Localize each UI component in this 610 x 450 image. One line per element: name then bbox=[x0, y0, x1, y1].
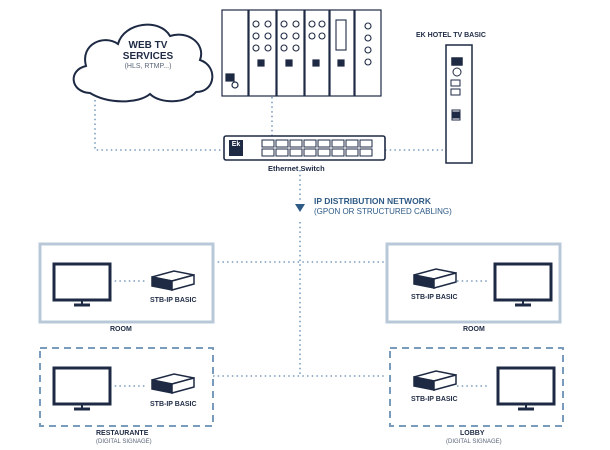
network-links bbox=[94, 97, 488, 387]
room-left-tv-icon bbox=[52, 262, 112, 307]
room-right-tv-icon bbox=[493, 262, 553, 307]
lobby-caption: LOBBY bbox=[460, 430, 485, 437]
restaurant-frame bbox=[39, 347, 214, 427]
switch-label: Ethernet Switch bbox=[268, 164, 325, 173]
lobby-subcaption: (DIGITAL SIGNAGE) bbox=[446, 439, 502, 445]
headend-title: EK HOTEL TV BASIC bbox=[416, 32, 486, 39]
link-cloud-switch bbox=[94, 100, 224, 151]
ethernet-switch-device bbox=[223, 135, 386, 161]
link-switch-hoteltv bbox=[385, 149, 455, 163]
room-left-caption: ROOM bbox=[110, 326, 132, 333]
cloud-icon bbox=[72, 23, 214, 103]
lobby-stb-label: STB-IP BASIC bbox=[411, 396, 458, 403]
lobby-frame bbox=[389, 347, 564, 427]
room-right-frame bbox=[385, 242, 562, 324]
switch-logo: Ek bbox=[231, 141, 241, 148]
room-left-stb-label: STB-IP BASIC bbox=[150, 297, 197, 304]
cloud-line2: SERVICES bbox=[122, 51, 174, 62]
restaurant-stb-label: STB-IP BASIC bbox=[150, 401, 197, 408]
room-right-caption: ROOM bbox=[463, 326, 485, 333]
network-title: IP DISTRIBUTION NETWORK bbox=[314, 196, 431, 206]
restaurant-caption: RESTAURANTE bbox=[96, 430, 149, 437]
headend-modules bbox=[221, 9, 382, 97]
restaurant-subcaption: (DIGITAL SIGNAGE) bbox=[96, 439, 152, 445]
network-arrow-icon bbox=[295, 204, 305, 212]
room-right-stb-label: STB-IP BASIC bbox=[411, 294, 458, 301]
restaurant-stb-icon bbox=[151, 373, 195, 394]
network-subtitle: (GPON OR STRUCTURED CABLING) bbox=[314, 207, 452, 216]
room-left-frame bbox=[38, 242, 215, 324]
cloud-line3: (HLS, RTMP...) bbox=[124, 63, 172, 70]
lobby-tv-icon bbox=[496, 366, 556, 411]
hotel-tv-basic-device bbox=[445, 44, 473, 164]
room-left-stb-icon bbox=[151, 270, 195, 291]
cloud-line1: WEB TV bbox=[128, 40, 168, 51]
lobby-stb-icon bbox=[413, 370, 457, 391]
restaurant-tv-icon bbox=[52, 366, 112, 411]
room-right-stb-icon bbox=[413, 268, 457, 289]
